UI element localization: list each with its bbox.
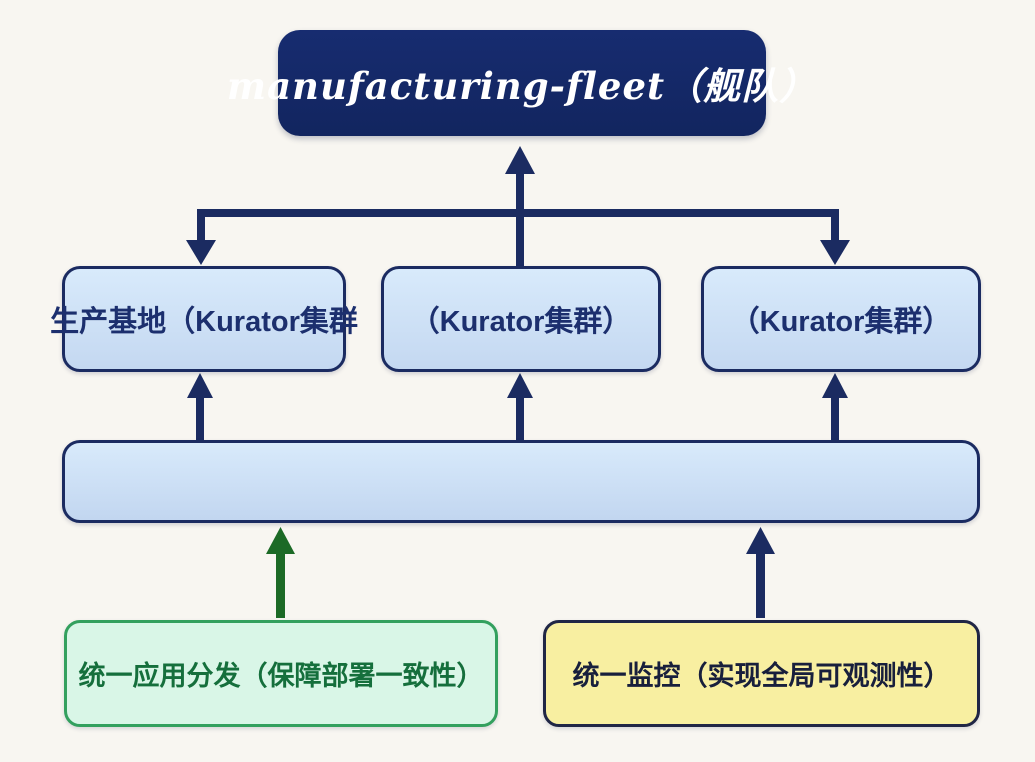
fleet-box: manufacturing-fleet（舰队） bbox=[227, 30, 816, 136]
connector-horizontal-line bbox=[197, 209, 839, 217]
bar-to-cluster-arrows bbox=[187, 373, 848, 441]
connector-left-shaft bbox=[197, 209, 205, 243]
connector-right-shaft bbox=[831, 209, 839, 243]
cluster-left-label: 生产基地（Kurator集群 bbox=[50, 306, 358, 338]
arrow-up-to-fleet-icon bbox=[505, 146, 535, 174]
arrow-up-from-appdist-icon bbox=[266, 527, 295, 554]
arrow-up-to-middle-cluster-icon bbox=[507, 373, 533, 398]
arrow-monitoring-shaft bbox=[756, 551, 765, 618]
app-distribution-label: 统一应用分发（保障部署一致性） bbox=[78, 661, 484, 691]
arrow-down-to-left-cluster-icon bbox=[186, 240, 216, 265]
arrow-bar-right-shaft bbox=[831, 396, 839, 441]
fleet-label: manufacturing-fleet（舰队） bbox=[226, 64, 818, 108]
app-distribution-box: 统一应用分发（保障部署一致性） bbox=[64, 620, 498, 727]
distribution-bar bbox=[62, 440, 980, 523]
arrow-appdist-shaft bbox=[276, 551, 285, 618]
connector-center-shaft bbox=[516, 170, 524, 266]
cluster-right-label: （Kurator集群） bbox=[730, 306, 952, 338]
fleet-cluster-connector bbox=[186, 146, 850, 266]
cluster-box-middle: （Kurator集群） bbox=[381, 266, 661, 372]
app-distribution-arrow bbox=[266, 527, 295, 618]
arrow-up-to-right-cluster-icon bbox=[822, 373, 848, 398]
monitoring-arrow bbox=[746, 527, 775, 618]
arrow-down-to-right-cluster-icon bbox=[820, 240, 850, 265]
arrow-up-to-left-cluster-icon bbox=[187, 373, 213, 398]
arrow-bar-middle-shaft bbox=[516, 396, 524, 441]
arrow-bar-left-shaft bbox=[196, 396, 204, 441]
monitoring-label: 统一监控（实现全局可观测性） bbox=[572, 661, 951, 691]
cluster-box-left: 生产基地（Kurator集群 bbox=[50, 266, 358, 372]
cluster-box-right: （Kurator集群） bbox=[701, 266, 981, 372]
monitoring-box: 统一监控（实现全局可观测性） bbox=[543, 620, 980, 727]
arrow-up-from-monitoring-icon bbox=[746, 527, 775, 554]
cluster-middle-label: （Kurator集群） bbox=[410, 306, 632, 338]
